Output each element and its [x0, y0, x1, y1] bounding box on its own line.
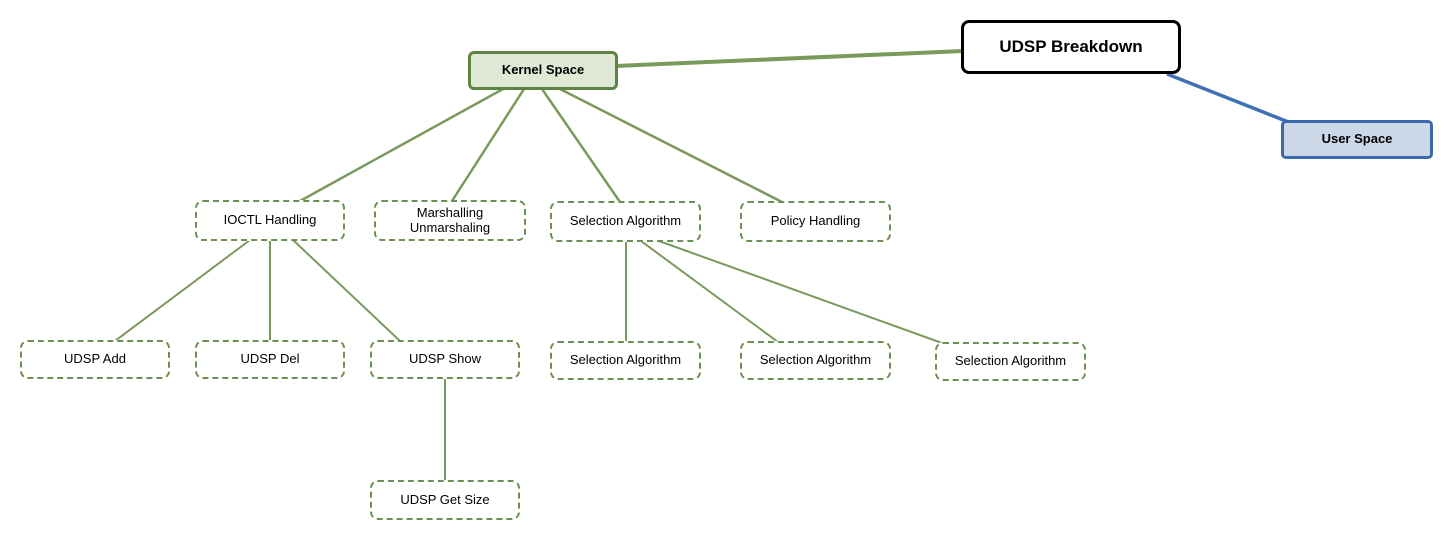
node-selection-algorithm-child-3-label: Selection Algorithm: [954, 353, 1067, 369]
node-udsp-del-label: UDSP Del: [240, 351, 300, 367]
node-udsp-show-label: UDSP Show: [408, 351, 481, 367]
node-selection-algorithm-child-1[interactable]: Selection Algorithm: [550, 341, 701, 380]
edge-ioctl-add: [114, 239, 251, 342]
node-udsp-breakdown[interactable]: UDSP Breakdown: [961, 20, 1181, 74]
node-ioctl-handling-label: IOCTL Handling: [223, 212, 317, 228]
node-policy-handling-label: Policy Handling: [770, 213, 861, 229]
node-kernel-space[interactable]: Kernel Space: [468, 51, 618, 90]
node-marshalling-unmarshaling-label: Marshalling Unmarshaling: [409, 205, 491, 235]
node-ioctl-handling[interactable]: IOCTL Handling: [195, 200, 345, 241]
node-selection-algorithm-child-1-label: Selection Algorithm: [569, 352, 682, 368]
node-selection-algorithm-child-2-label: Selection Algorithm: [759, 352, 872, 368]
edge-ioctl-show: [292, 239, 401, 342]
edge-kernel-policy: [559, 87, 783, 204]
node-selection-algorithm-label: Selection Algorithm: [569, 213, 682, 229]
node-policy-handling[interactable]: Policy Handling: [740, 201, 891, 242]
node-udsp-add[interactable]: UDSP Add: [20, 340, 170, 379]
edge-selection-child2: [640, 240, 779, 343]
node-marshalling-unmarshaling[interactable]: Marshalling Unmarshaling: [374, 200, 526, 241]
edge-kernel-selection: [540, 88, 622, 203]
node-udsp-breakdown-label: UDSP Breakdown: [999, 36, 1143, 56]
node-selection-algorithm[interactable]: Selection Algorithm: [550, 201, 701, 242]
edge-kernel-marshalling: [450, 88, 526, 202]
node-selection-algorithm-child-2[interactable]: Selection Algorithm: [740, 341, 891, 380]
node-selection-algorithm-child-3[interactable]: Selection Algorithm: [935, 342, 1086, 381]
edge-root-user: [1166, 72, 1292, 125]
node-udsp-get-size[interactable]: UDSP Get Size: [370, 480, 520, 520]
node-udsp-del[interactable]: UDSP Del: [195, 340, 345, 379]
edge-root-kernel: [615, 49, 964, 68]
node-kernel-space-label: Kernel Space: [501, 62, 585, 78]
node-user-space[interactable]: User Space: [1281, 120, 1433, 159]
node-user-space-label: User Space: [1321, 131, 1393, 147]
node-udsp-show[interactable]: UDSP Show: [370, 340, 520, 379]
node-udsp-get-size-label: UDSP Get Size: [400, 491, 490, 507]
edge-kernel-ioctl: [299, 87, 504, 203]
node-udsp-add-label: UDSP Add: [64, 351, 126, 367]
edge-selection-child3: [658, 240, 943, 344]
